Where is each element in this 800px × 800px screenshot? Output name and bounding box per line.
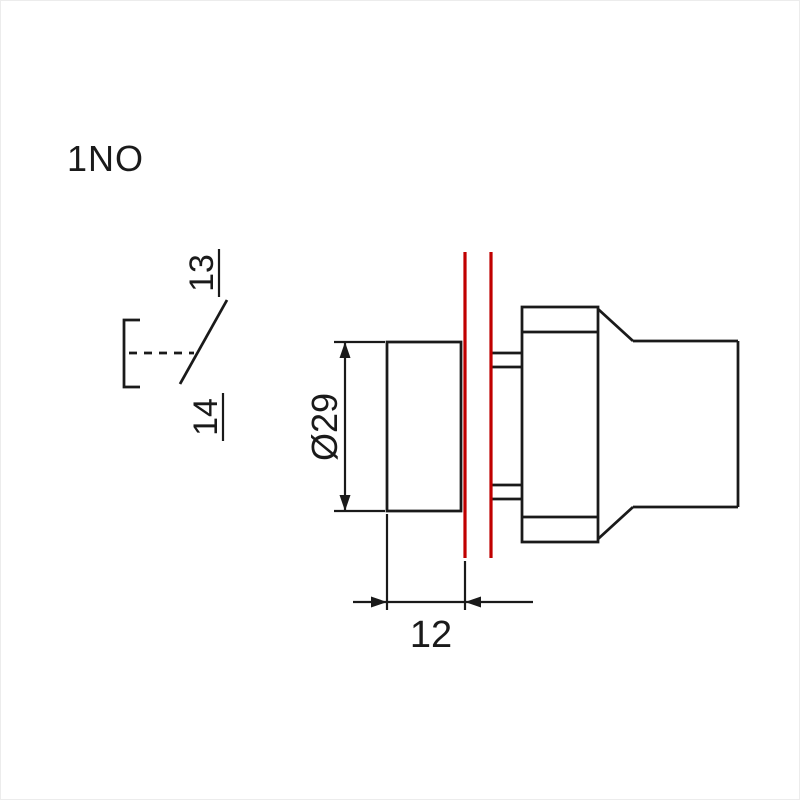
panel-section-lines <box>463 252 493 558</box>
front-bezel <box>385 340 463 513</box>
pole-configuration-label: 1NO <box>67 138 144 179</box>
rear-housing-chamfer-bottom <box>597 505 634 541</box>
device-side-view <box>385 305 740 544</box>
arrowhead-down <box>339 495 351 511</box>
rear-housing-chamfer-top <box>597 307 634 343</box>
actuator-bracket <box>122 318 140 389</box>
depth-dimension-label: 12 <box>410 614 452 656</box>
switch-body <box>520 305 600 544</box>
dimension-depth: 12 <box>353 514 533 656</box>
contact-blade-line <box>178 299 229 385</box>
arrowhead-right <box>371 596 387 608</box>
dimension-diameter: Ø29 <box>304 340 385 513</box>
terminal-13-label: 13 <box>183 254 221 292</box>
no-contact-symbol: 13 14 <box>122 249 229 441</box>
terminal-14-label: 14 <box>187 398 225 436</box>
diameter-dimension-label: Ø29 <box>304 393 345 461</box>
arrowhead-up <box>339 342 351 358</box>
arrowhead-left <box>465 596 481 608</box>
